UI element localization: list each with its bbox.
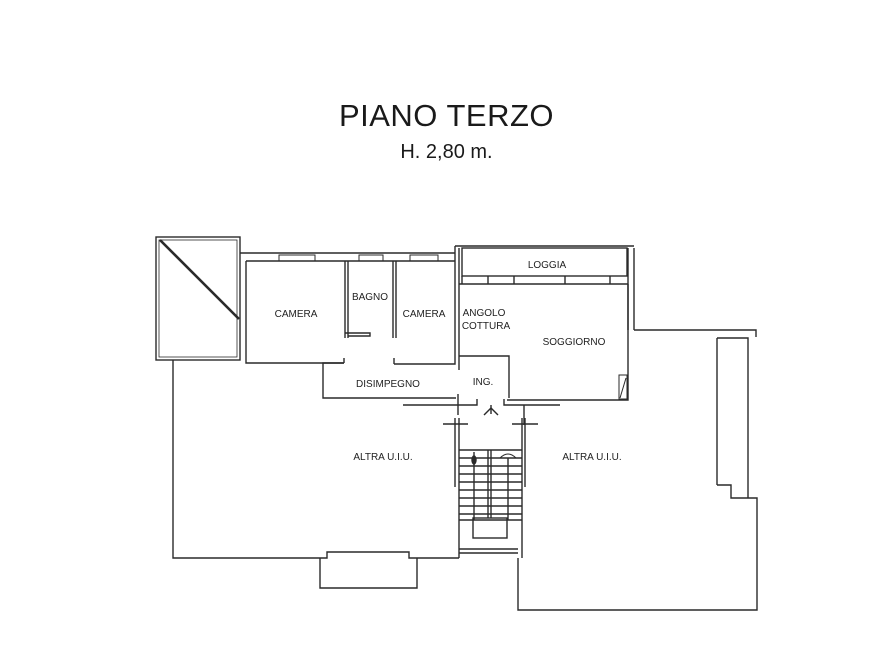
camera-2-walls [394,261,456,365]
room-label-soggiorno: SOGGIORNO [543,337,606,348]
room-label-cottura: COTTURA [462,321,511,332]
loggia-walls [461,247,628,277]
room-label-disimpegno: DISIMPEGNO [356,379,420,390]
room-label-camera-1: CAMERA [275,309,318,320]
terrace-box [155,236,241,361]
room-label-camera-2: CAMERA [403,309,446,320]
room-label-ingresso: ING. [473,377,494,388]
building-outline [172,248,758,611]
room-label-altra-uiu-left: ALTRA U.I.U. [353,452,412,463]
entry-door [403,394,560,425]
plan-title: PIANO TERZO [338,98,555,133]
room-label-angolo: ANGOLO [463,308,506,319]
disimpegno-walls [322,362,456,399]
room-label-bagno: BAGNO [352,292,388,303]
soggiorno-walls [507,284,629,401]
camera-1-walls [245,261,344,364]
room-label-altra-uiu-right: ALTRA U.I.U. [562,452,621,463]
stair-core [443,418,538,558]
bagno-walls [344,261,397,338]
room-label-loggia: LOGGIA [528,260,567,271]
top-wall [240,245,634,262]
plan-height: H. 2,80 m. [400,141,493,163]
